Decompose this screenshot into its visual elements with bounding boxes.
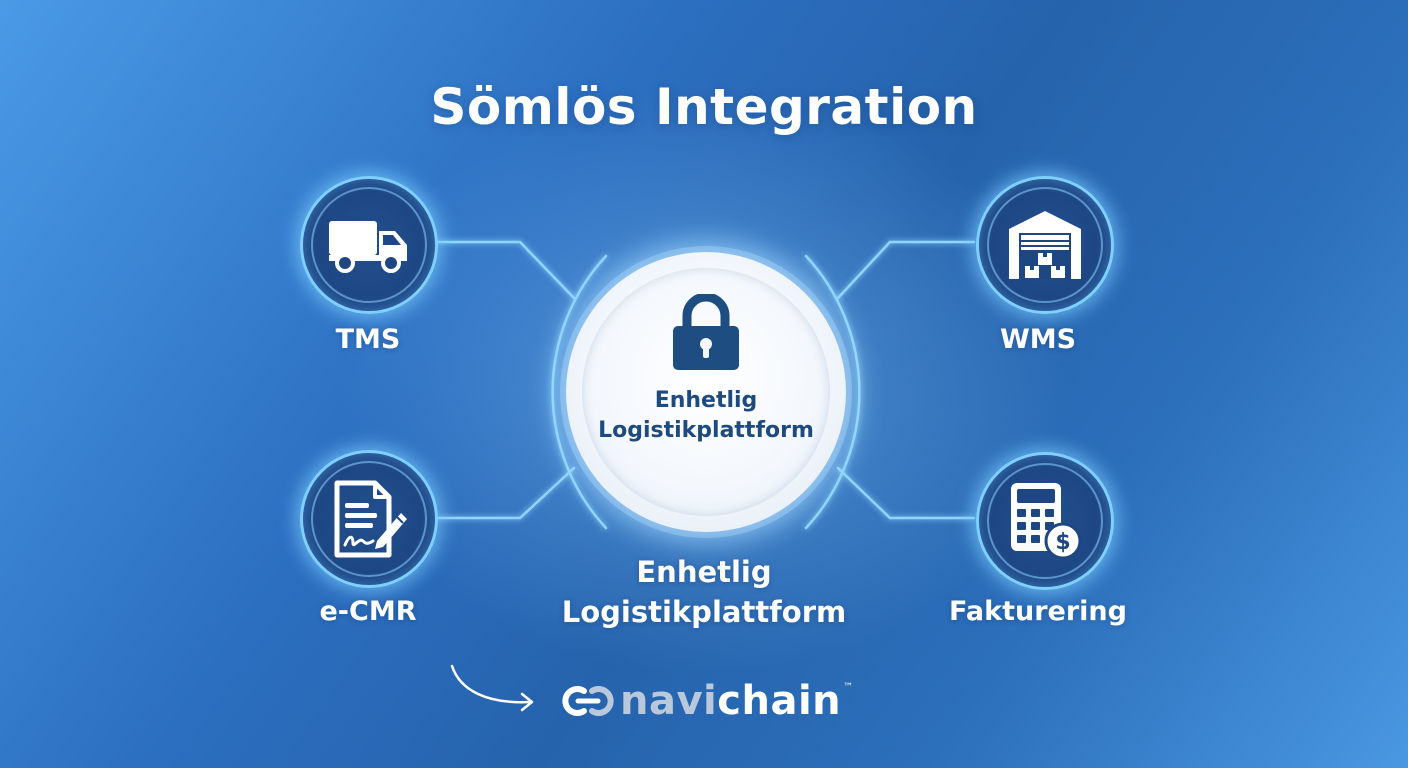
platform-subtitle: Enhetlig Logistikplattform xyxy=(561,555,847,629)
connector-fakturering xyxy=(836,466,976,520)
warehouse-icon xyxy=(1009,211,1081,279)
curved-arrow-icon xyxy=(450,664,534,712)
connector-wms xyxy=(836,240,976,300)
svg-text:$: $ xyxy=(1055,530,1070,555)
tms-label: TMS xyxy=(335,324,401,355)
ecmr-label: e-CMR xyxy=(319,596,417,627)
tms-node[interactable] xyxy=(300,176,438,314)
lock-icon xyxy=(673,294,739,370)
truck-icon xyxy=(329,221,407,273)
page-title: Sömlös Integration xyxy=(430,78,978,136)
signed-document-icon xyxy=(334,480,407,558)
wms-node[interactable] xyxy=(976,176,1114,314)
connector-ecmr xyxy=(432,466,576,520)
calculator-dollar-icon: $ xyxy=(1011,483,1082,560)
central-platform-label: Enhetlig Logistikplattform xyxy=(598,388,814,443)
left-arc xyxy=(551,254,608,530)
wms-label: WMS xyxy=(999,324,1077,355)
central-platform-circle: Enhetlig Logistikplattform xyxy=(566,252,846,532)
brand-wordmark: navichain xyxy=(620,678,842,724)
connector-tms xyxy=(432,240,576,300)
navichain-logo-icon xyxy=(562,686,614,716)
right-arc xyxy=(804,254,861,530)
fakturering-label: Fakturering xyxy=(949,596,1127,627)
navichain-brand[interactable]: navichain ™ xyxy=(556,676,853,726)
trademark-symbol: ™ xyxy=(843,682,854,693)
fakturering-node[interactable]: $ xyxy=(976,452,1114,590)
ecmr-node[interactable] xyxy=(300,450,438,588)
